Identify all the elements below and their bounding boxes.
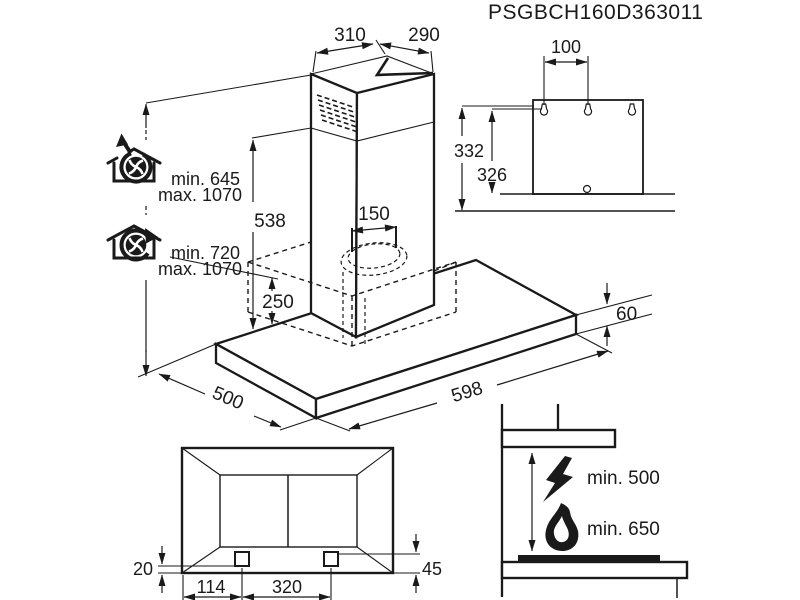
electric-hob-clearance: min. 500 [587,468,660,489]
fan-icon [128,159,144,175]
chimney-duct [309,55,436,339]
extraction-house-icon [106,133,162,184]
lightning-icon [543,456,573,502]
recirculation-house-icon [106,224,162,262]
dim-rear-offset: 20 [133,559,153,579]
dim-hood-width: 598 [449,378,485,407]
dim-duct-diameter: 150 [358,204,390,225]
flame-icon [545,503,579,551]
wall-bracket-view: 100 332 326 [454,37,675,212]
dim-bracket-side-offset: 114 [197,577,226,597]
keyhole-slot-icon [539,103,637,116]
fan-icon [128,237,144,253]
recirculation-max-height: max. 1070 [158,259,242,279]
extraction-max-height: max. 1070 [158,185,242,205]
dim-bracket-inner: 326 [477,165,507,185]
dim-hole-spacing: 100 [551,37,581,57]
extension-lines [137,39,653,432]
dim-chimney-height: 538 [254,211,286,232]
hob-surface [518,555,660,562]
recirculation-min-height: min. 720 [171,243,240,263]
screw-hole-icon [582,184,592,194]
dim-bracket-outer: 332 [454,141,484,161]
extraction-min-height: min. 645 [171,169,240,189]
model-code: PSGBCH160D363011 [488,1,703,24]
dim-chimney-depth: 290 [408,25,440,46]
gas-hob-clearance: min. 650 [587,519,660,540]
hood-canopy [213,258,579,420]
blower-housing-hidden [247,226,457,347]
hood-side-profile [500,428,617,449]
dim-bracket-depth: 45 [422,559,442,579]
vent-grille-icon [316,94,359,133]
dim-chimney-width: 310 [334,25,366,46]
hob-clearance-view: min. 500 min. 650 [500,404,689,598]
dim-blower-height: 250 [262,292,294,313]
dim-canopy-thickness: 60 [616,304,637,325]
dim-bracket-spacing: 320 [272,577,302,597]
chimney-bracket-slot [323,551,339,567]
chimney-bracket-slot [234,551,250,567]
underside-view: 20 45 114 320 [133,446,442,600]
dim-hood-depth: 500 [209,383,246,415]
counter-profile [500,560,689,580]
